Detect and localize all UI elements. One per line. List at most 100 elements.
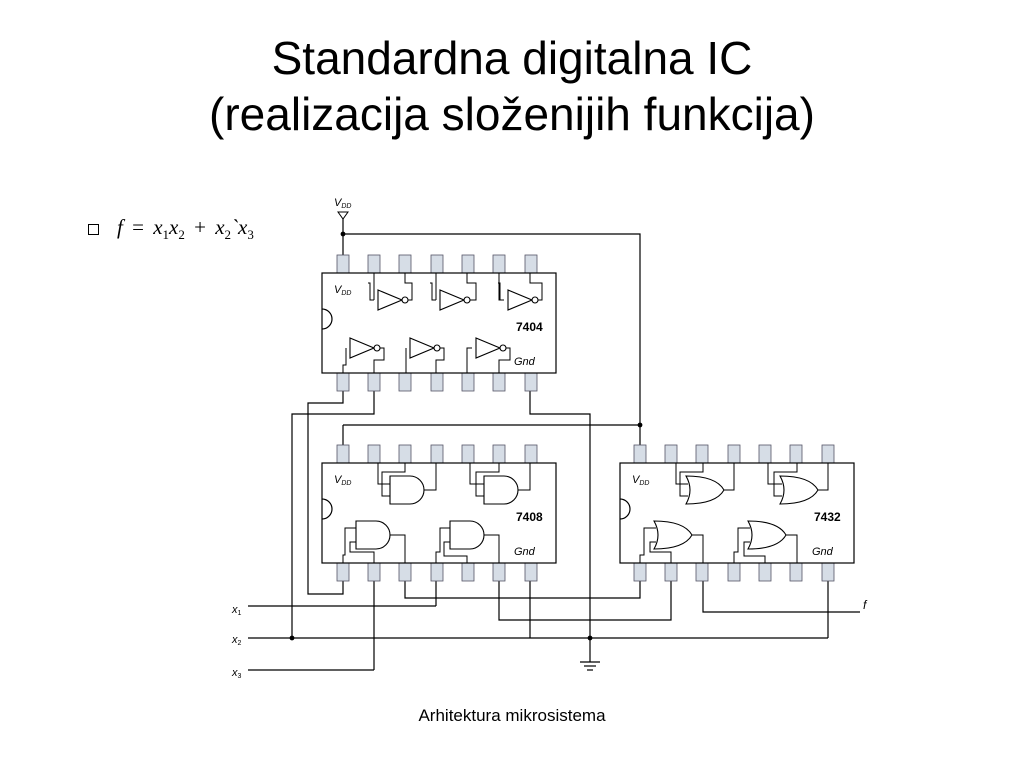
chip-pin-top <box>336 254 350 274</box>
internal-wire <box>786 534 798 563</box>
output-f-label: f <box>863 598 868 612</box>
internal-wire <box>679 463 704 497</box>
input-x1-label: x1 <box>231 604 242 617</box>
not-gate-bubble <box>373 344 381 352</box>
formula-x3-sub: 3 <box>247 227 254 243</box>
chip-pin-bottom <box>821 562 835 582</box>
chip-pin-bottom <box>664 562 678 582</box>
chip-pin-bottom <box>727 562 741 582</box>
chip-pin-bottom <box>367 372 381 392</box>
chip-pin-top <box>367 254 381 274</box>
formula-x3: x <box>238 214 248 239</box>
chip-pin-top <box>789 444 803 464</box>
chip-notch <box>619 498 631 520</box>
wire <box>702 581 860 613</box>
not-gate-bubble <box>401 296 409 304</box>
internal-wire <box>469 463 484 485</box>
vdd-main-label: VDD <box>334 197 351 210</box>
chip-pin-top <box>461 254 475 274</box>
chip-pin-top <box>633 444 647 464</box>
or-gate-icon <box>779 475 819 505</box>
or-gate-icon <box>747 520 787 550</box>
chip-gnd-label: Gnd <box>812 546 834 558</box>
chip-vdd-label: VDD <box>334 474 351 487</box>
chip-pin-bottom <box>367 562 381 582</box>
bullet-item: f = x1x2 + x2`x3 <box>88 214 254 244</box>
internal-wire <box>518 463 531 491</box>
junction-dot <box>587 635 593 641</box>
not-gate-icon <box>475 337 502 359</box>
chip-notch <box>321 308 333 330</box>
chip-pin-bottom <box>461 562 475 582</box>
internal-wire <box>424 463 437 491</box>
vdd-arrow-icon <box>337 211 349 220</box>
formula-x2-sub: 2 <box>178 227 185 243</box>
square-bullet-icon <box>88 223 99 235</box>
and-gate-icon <box>355 520 391 550</box>
internal-wire <box>381 463 406 497</box>
chip-vdd-label: VDD <box>334 284 351 297</box>
chip-pin-top <box>398 254 412 274</box>
chip-pin-bottom <box>336 562 350 582</box>
wire <box>343 233 641 445</box>
chip-pin-bottom <box>398 562 412 582</box>
internal-wire <box>733 527 750 563</box>
internal-wire <box>529 273 543 301</box>
chip-pin-bottom <box>524 372 538 392</box>
formula-x2: x <box>169 214 179 239</box>
internal-wire <box>443 541 468 563</box>
internal-wire <box>743 541 766 563</box>
internal-wire <box>377 463 390 485</box>
chip-pin-top <box>398 444 412 464</box>
chip-pin-top <box>727 444 741 464</box>
internal-wire <box>373 347 385 373</box>
chip-part-number: 7404 <box>516 320 543 334</box>
chip-vdd-label: VDD <box>632 474 649 487</box>
chip-pin-top <box>430 444 444 464</box>
internal-wire <box>390 534 406 563</box>
chip-gnd-label: Gnd <box>514 356 536 368</box>
junction-dot <box>340 231 346 237</box>
internal-wire <box>818 463 829 491</box>
chip-pin-top <box>524 254 538 274</box>
or-gate-icon <box>653 520 693 550</box>
chip-pin-bottom <box>633 562 647 582</box>
formula-equals: = <box>132 214 144 239</box>
formula-x2b: x <box>215 214 225 239</box>
formula-x1: x <box>153 214 163 239</box>
chip-pin-bottom <box>492 372 506 392</box>
chip-pin-top <box>461 444 475 464</box>
chip-pin-bottom <box>492 562 506 582</box>
chip-pin-top <box>695 444 709 464</box>
formula-tick: ` <box>231 214 239 239</box>
not-gate-icon <box>409 337 436 359</box>
not-gate-bubble <box>531 296 539 304</box>
formula-plus: + <box>194 214 206 239</box>
junction-dot <box>637 422 643 428</box>
wire <box>291 391 375 638</box>
chip-pin-bottom <box>789 562 803 582</box>
formula-x2b-sub: 2 <box>224 227 232 243</box>
wire <box>529 391 591 660</box>
not-gate-bubble <box>499 344 507 352</box>
chip-pin-bottom <box>398 372 412 392</box>
chip-pin-bottom <box>430 562 444 582</box>
chip-pin-top <box>664 444 678 464</box>
internal-wire <box>368 282 374 301</box>
internal-wire <box>498 347 511 373</box>
chip-pin-bottom <box>758 562 772 582</box>
internal-wire <box>675 463 688 485</box>
chip-pin-bottom <box>336 372 350 392</box>
diagram-labels: VDD x1 x2 x3 f <box>231 197 868 680</box>
internal-wire <box>435 527 450 563</box>
slide-title: Standardna digitalna IC (realizacija slo… <box>0 30 1024 142</box>
chip-part-number: 7408 <box>516 510 543 524</box>
chip-pin-top <box>758 444 772 464</box>
boolean-formula: f = x1x2 + x2`x3 <box>117 215 254 243</box>
not-gate-icon <box>349 337 376 359</box>
internal-wire <box>724 463 735 491</box>
